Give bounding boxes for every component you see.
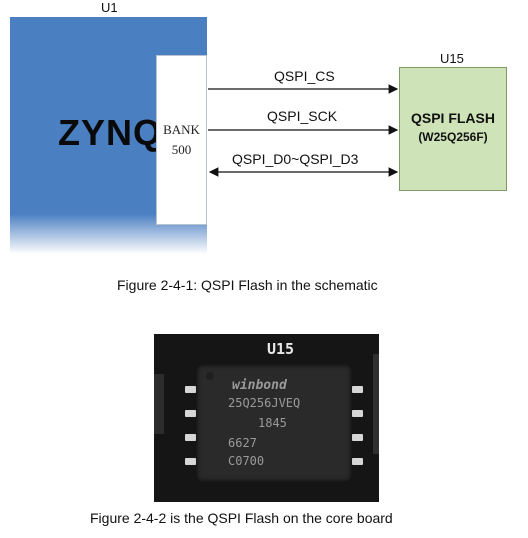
u1-label: U1 <box>101 0 118 15</box>
signal-label-data: QSPI_D0~QSPI_D3 <box>232 151 359 167</box>
zynq-label: ZYNQ <box>58 112 163 153</box>
signal-lines <box>208 84 399 177</box>
chip-brand: winbond <box>232 378 287 393</box>
flash-chip <box>185 364 363 482</box>
bank-number: 500 <box>171 142 192 157</box>
figure-caption-2: Figure 2-4-2 is the QSPI Flash on the co… <box>90 510 393 526</box>
chip-batch-code: C0700 <box>228 454 265 468</box>
chip-part-marking: 25Q256JVEQ <box>228 396 301 410</box>
signal-label-cs: QSPI_CS <box>274 68 335 84</box>
qspi-flash-block <box>399 67 507 191</box>
bank-label: BANK <box>163 122 200 137</box>
flash-part-number: (W25Q256F) <box>418 130 488 144</box>
figure-caption-1: Figure 2-4-1: QSPI Flash in the schemati… <box>117 277 378 293</box>
bank-500-box <box>156 55 207 225</box>
chip-lot-code: 6627 <box>228 436 257 450</box>
silkscreen-label: U15 <box>267 340 295 358</box>
u15-label: U15 <box>440 51 464 66</box>
chip-date-code: 1845 <box>258 416 287 430</box>
signal-label-sck: QSPI_SCK <box>267 108 338 124</box>
flash-title: QSPI FLASH <box>410 110 495 126</box>
